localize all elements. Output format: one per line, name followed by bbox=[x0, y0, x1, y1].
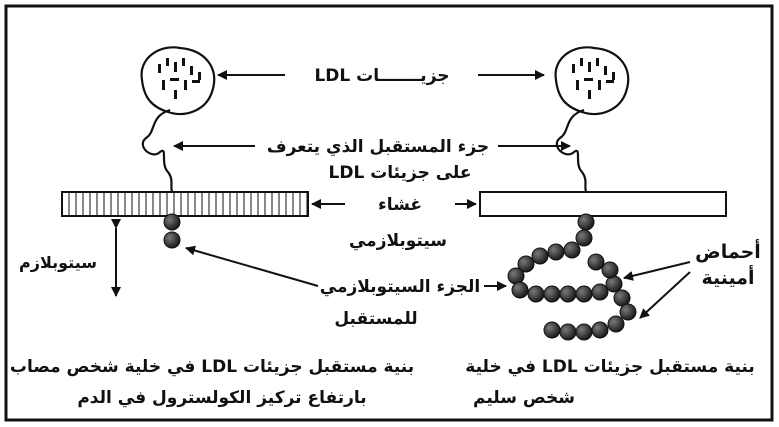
caption-right-line2: شخص سليم bbox=[473, 388, 575, 408]
label-recognition-part-line2: على جزيئات LDL bbox=[329, 163, 472, 183]
ldl-particle-icon bbox=[554, 46, 630, 116]
caption-left-line2: بارتفاع تركيز الكولسترول في الدم bbox=[77, 388, 366, 408]
arrow-amino-acids-lower bbox=[639, 271, 691, 319]
arrow-amino-acids-upper bbox=[623, 261, 691, 281]
arrow-cytoplasmic-part-left bbox=[185, 245, 319, 287]
amino-acid-bead-icon bbox=[163, 213, 181, 249]
label-membrane-line1: غشاء bbox=[378, 195, 422, 215]
membrane-segment-right bbox=[479, 191, 727, 217]
label-recognition-part-line1: جزء المستقبل الذي يتعرف bbox=[267, 137, 489, 157]
diagram-frame bbox=[4, 4, 774, 422]
label-cytoplasm: سيتوبلازم bbox=[19, 253, 97, 272]
caption-left-line1: بنية مستقبل جزيئات LDL في خلية شخص مصاب bbox=[10, 357, 414, 377]
receptor-extracellular-chain-left bbox=[141, 108, 174, 193]
receptor-extracellular-chain-right bbox=[555, 108, 588, 193]
label-cytoplasmic-part-line2: للمستقبل bbox=[334, 309, 417, 329]
amino-acid-chain-right bbox=[507, 213, 637, 341]
ldl-particle-icon bbox=[140, 46, 216, 116]
label-membrane-line2: سيتوبلازمي bbox=[349, 231, 447, 251]
caption-right-line1: بنية مستقبل جزيئات LDL في خلية bbox=[465, 357, 754, 377]
label-ldl-particles: جزيـــــــات LDL bbox=[314, 66, 449, 86]
label-amino-acids-line1: أحماض bbox=[695, 239, 761, 263]
membrane-segment-left bbox=[61, 191, 309, 217]
label-amino-acids-line2: أمينية bbox=[701, 265, 754, 289]
label-cytoplasmic-part-line1: الجزء السيتوبلازمي bbox=[320, 277, 481, 297]
